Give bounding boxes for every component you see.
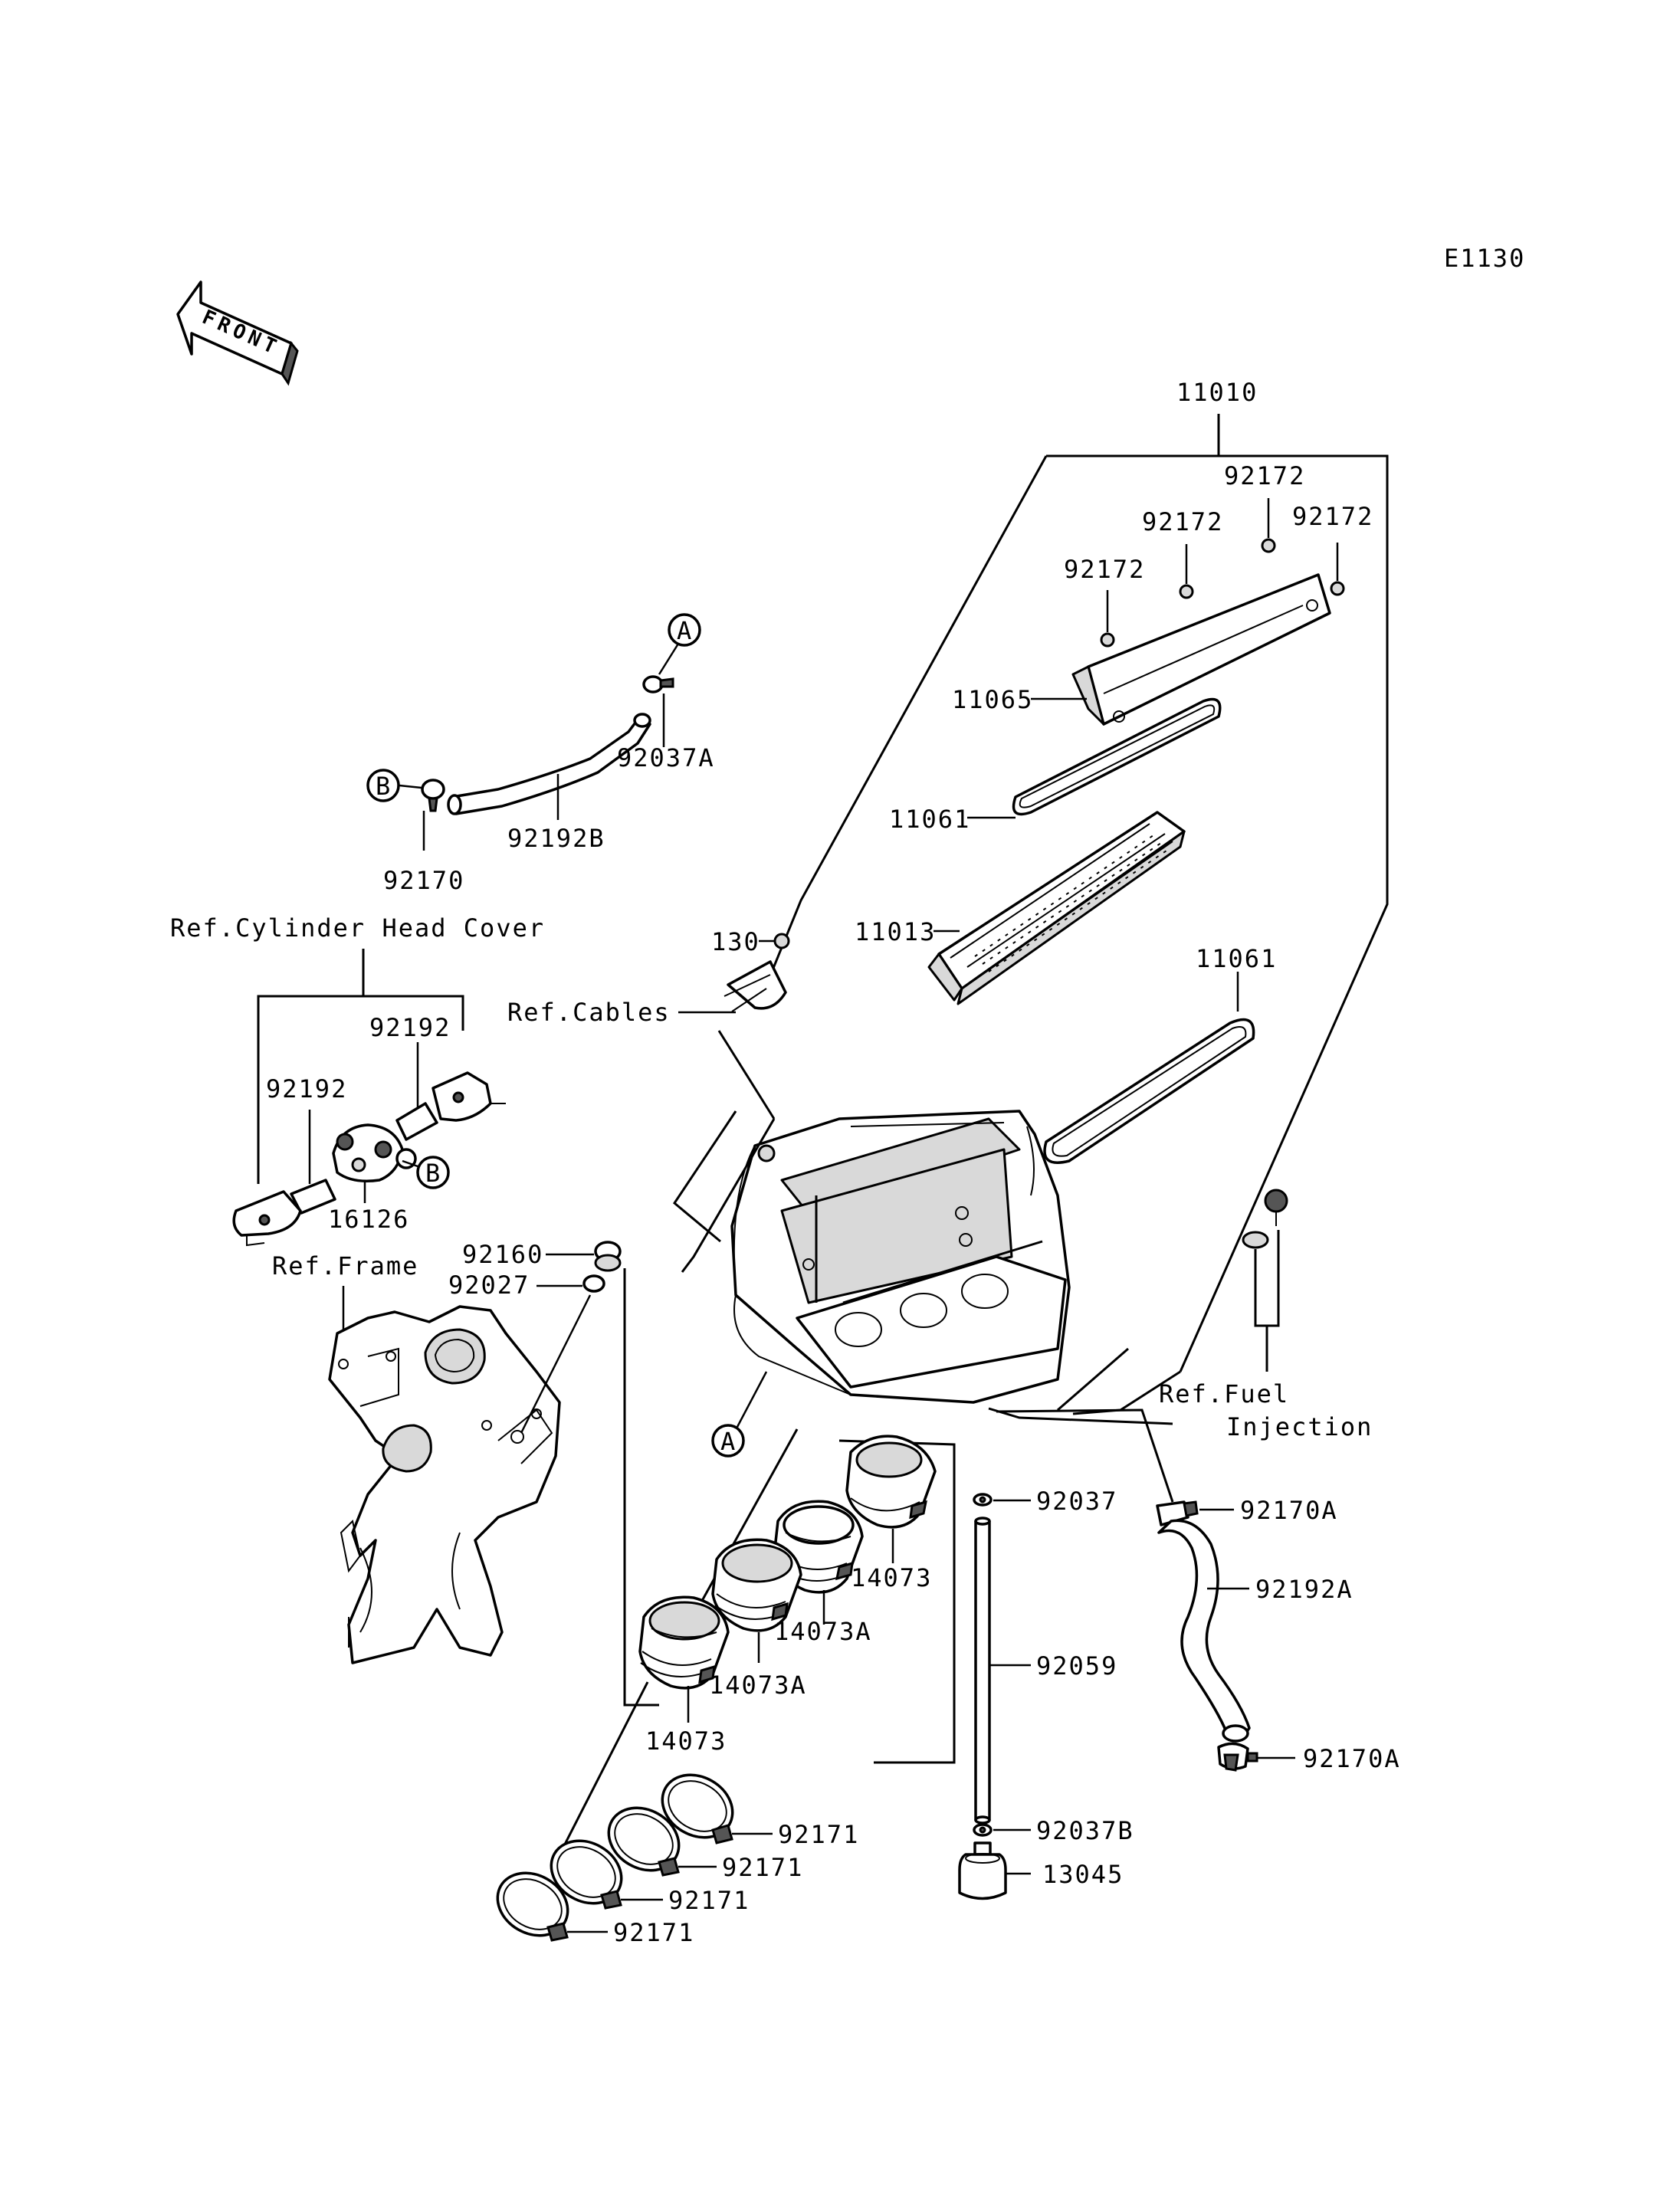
front-arrow-icon: FRONT [176, 280, 299, 386]
callout-14073-b: 14073 [645, 1726, 727, 1756]
callout-92192-a: 92192 [266, 1074, 347, 1103]
clamp-92037b [973, 1823, 993, 1837]
callout-92170a-b: 92170A [1303, 1744, 1401, 1773]
hose-92192a [1157, 1519, 1251, 1743]
callout-92059: 92059 [1036, 1651, 1117, 1681]
diagram-code: E1130 [1444, 244, 1525, 273]
frame-section [328, 1305, 561, 1664]
pipe-fitting-left [232, 1190, 302, 1247]
callout-14073-a: 14073 [851, 1563, 932, 1592]
hose-92192-right [395, 1102, 438, 1141]
callout-14073a-b: 14073A [709, 1671, 807, 1700]
clamp-92170a-upper [1156, 1500, 1199, 1526]
clamp-92171-2 [607, 1806, 681, 1877]
callout-92192b: 92192B [507, 824, 605, 853]
callout-11061-b: 11061 [1196, 944, 1277, 973]
inlet-duct-14073a-lower [711, 1538, 802, 1632]
ref-fuel-injection-line1: Ref.Fuel [1159, 1379, 1289, 1408]
callout-92037: 92037 [1036, 1487, 1117, 1516]
callout-92170a-a: 92170A [1240, 1496, 1338, 1525]
clamp-92037 [973, 1493, 993, 1507]
marker-b-right-label: B [425, 1159, 441, 1188]
callout-92171-a: 92171 [778, 1820, 859, 1849]
air-filter-element-11013 [927, 811, 1186, 1005]
cable-bracket [724, 960, 787, 1012]
clamp-92171-1 [661, 1773, 734, 1844]
marker-b-left [366, 769, 400, 802]
air-cleaner-housing [730, 1110, 1071, 1404]
collar-92027 [582, 1274, 605, 1293]
marker-b-left-label: B [376, 772, 392, 801]
hose-clamp-92170 [421, 779, 445, 812]
callout-92170: 92170 [383, 866, 464, 895]
drain-hose-92059 [974, 1517, 991, 1825]
callout-11013: 11013 [855, 917, 936, 946]
marker-a-top [668, 613, 701, 647]
gasket-11061-upper [1012, 697, 1222, 816]
marker-b-right [416, 1156, 450, 1189]
gasket-11061-lower [1043, 1018, 1255, 1164]
ref-frame: Ref.Frame [272, 1251, 418, 1280]
marker-a-bottom [711, 1424, 745, 1458]
bolt-130-icon [773, 933, 790, 949]
ref-cylinder-head-cover: Ref.Cylinder Head Cover [170, 913, 545, 943]
bolt-icon [1100, 632, 1115, 648]
callout-130: 130 [711, 927, 760, 956]
bolt-92172-group [1100, 538, 1345, 648]
marker-a-bottom-label: A [720, 1427, 737, 1456]
bolt-icon [1261, 538, 1276, 553]
inlet-duct-14073-top [845, 1435, 937, 1529]
callout-92172-c: 92172 [1224, 461, 1305, 490]
callout-92172-a: 92172 [1064, 555, 1145, 584]
clamp-92171-4 [496, 1871, 569, 1942]
callout-92171-b: 92171 [722, 1853, 803, 1882]
callout-11065: 11065 [952, 685, 1033, 714]
callout-92192a: 92192A [1255, 1575, 1354, 1604]
callout-92037b: 92037B [1036, 1816, 1134, 1845]
fuel-injection-parts [1242, 1189, 1288, 1249]
callout-92171-c: 92171 [668, 1886, 750, 1915]
callout-11010: 11010 [1176, 378, 1258, 407]
bolt-icon [1179, 584, 1194, 599]
marker-a-top-label: A [677, 616, 693, 645]
callout-92160: 92160 [462, 1240, 543, 1269]
callout-92192-b: 92192 [369, 1013, 451, 1042]
bolt-icon [1330, 581, 1345, 596]
callout-92171-d: 92171 [613, 1918, 694, 1947]
air-switching-valve-16126 [332, 1123, 417, 1182]
callout-92037a: 92037A [617, 743, 715, 772]
callout-11061-a: 11061 [889, 805, 970, 834]
ref-fuel-injection-line2: Injection [1226, 1412, 1373, 1441]
grommet-92160 [594, 1241, 622, 1272]
callout-92027: 92027 [448, 1271, 530, 1300]
inlet-duct-14073-bottom [638, 1595, 730, 1690]
callout-14073a-a: 14073A [774, 1617, 872, 1646]
drain-plug-13045 [958, 1841, 1007, 1900]
air-cleaner-upper-cover [1071, 573, 1331, 726]
callout-16126: 16126 [328, 1205, 409, 1234]
callout-92172-d: 92172 [1292, 502, 1373, 531]
breather-hose-92192b [447, 713, 651, 815]
callout-92172-b: 92172 [1142, 507, 1223, 536]
pipe-fitting-right [431, 1071, 506, 1122]
clamp-92170a-lower [1217, 1742, 1258, 1772]
callout-13045: 13045 [1042, 1860, 1124, 1889]
ref-cables: Ref.Cables [507, 998, 671, 1027]
hose-clamp-92037a [642, 675, 674, 694]
clamp-92171-3 [550, 1839, 623, 1910]
